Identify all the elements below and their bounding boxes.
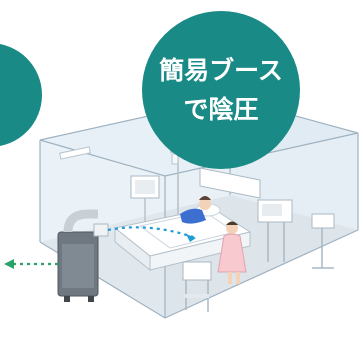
- ventilator-unit: [257, 199, 293, 262]
- nurse-figure: [217, 221, 247, 284]
- bedside-monitor: [130, 175, 160, 225]
- negative-pressure-unit: [57, 209, 109, 302]
- medical-trolley: [182, 261, 212, 312]
- badge-line-2: で陰圧: [183, 95, 259, 124]
- infusion-pump-stand: [311, 213, 335, 269]
- badge-line-1: 簡易ブース: [159, 56, 283, 85]
- ceiling-light: [59, 146, 91, 160]
- airflow-arrowhead: [186, 234, 196, 242]
- left-badge-circle: [0, 43, 42, 147]
- booth-badge: 簡易ブース で陰圧: [142, 51, 300, 129]
- booth-badge-circle: [142, 11, 300, 169]
- bed-headboard: [199, 167, 261, 199]
- exhaust-arrowhead: [4, 259, 14, 269]
- patient-figure: [180, 196, 211, 224]
